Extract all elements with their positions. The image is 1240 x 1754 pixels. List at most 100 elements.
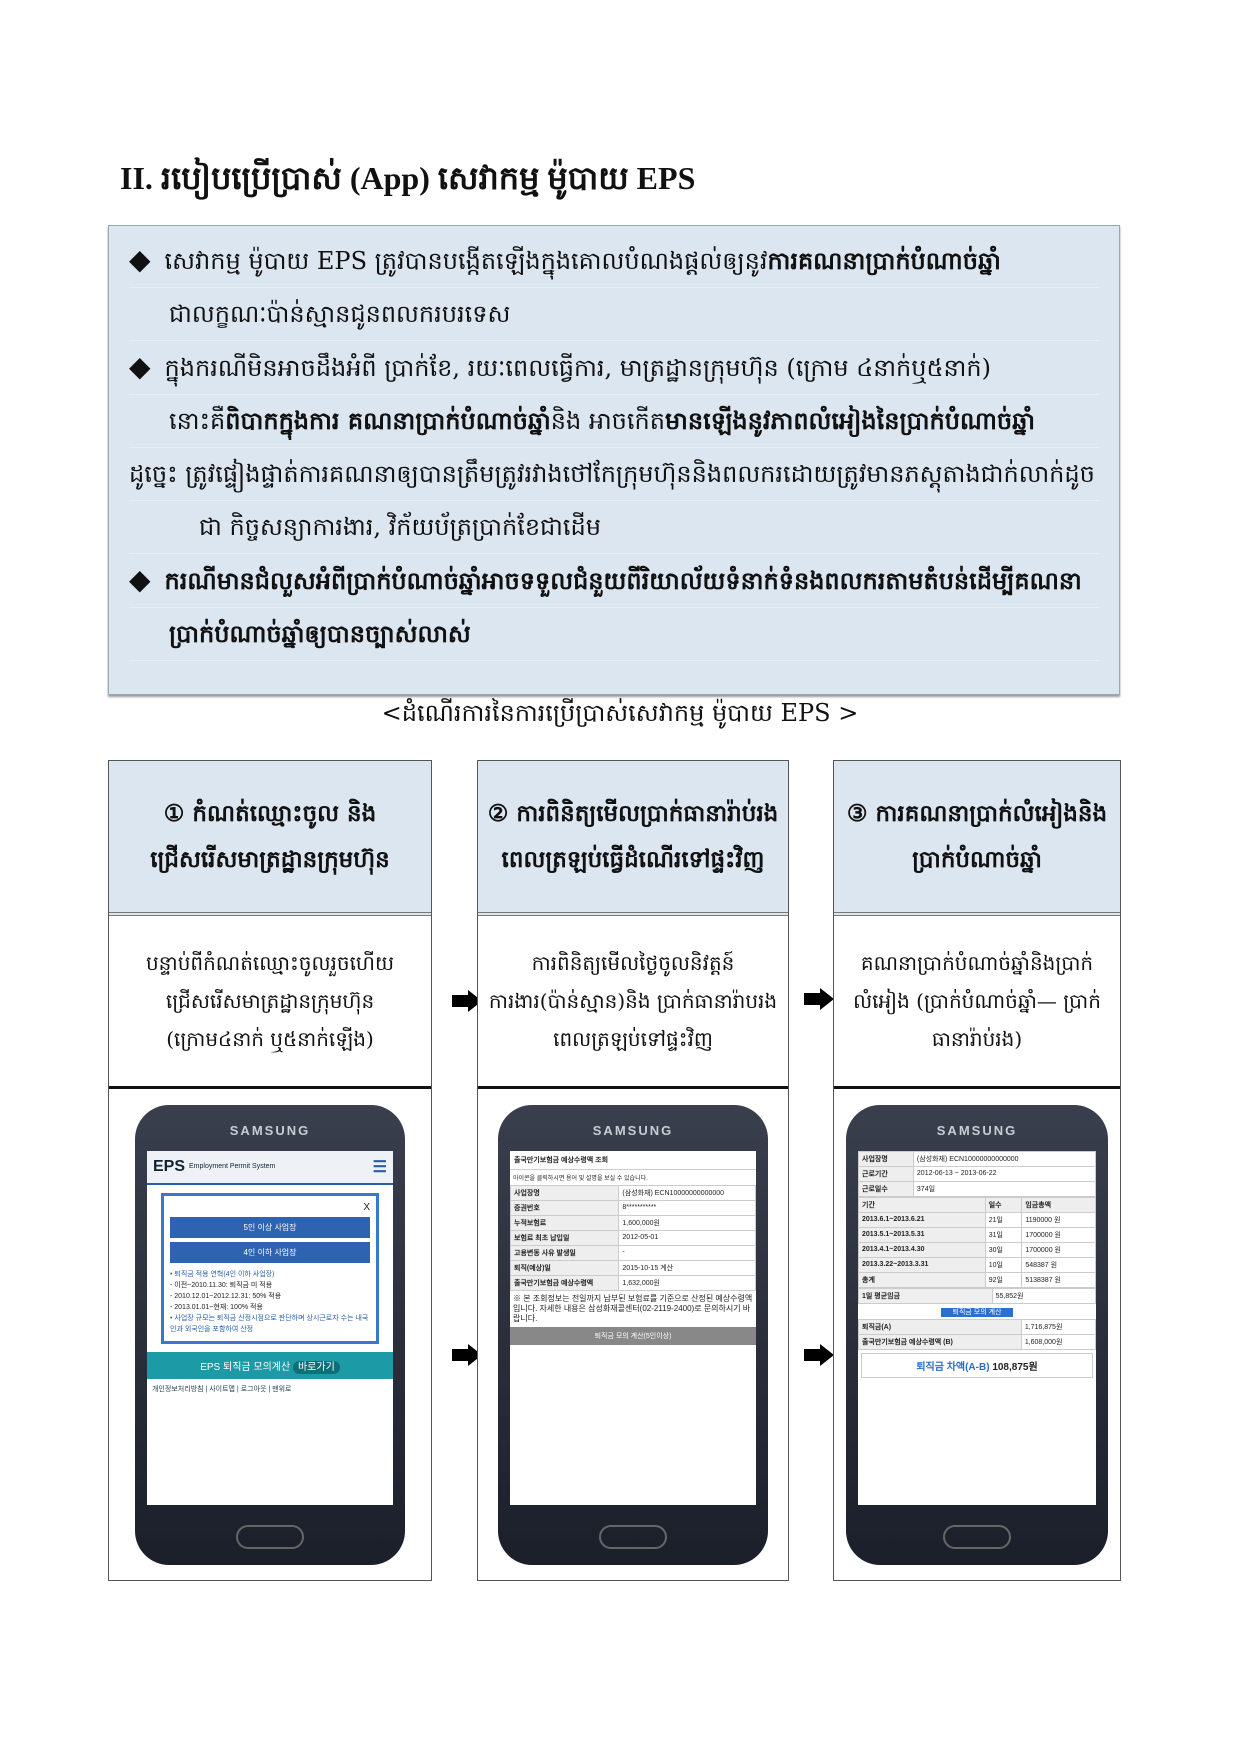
calc-button[interactable]: 퇴직금 모의 계산: [940, 1307, 1014, 1317]
notice-text: ※ 본 조회정보는 전일까지 납부된 보험료를 기준으로 산정된 예상수령액 입…: [513, 1293, 753, 1323]
info-text: ក្នុងករណីមិនអាចដឹងអំពី ប្រាក់ខែ, រយៈពេលធ…: [164, 354, 991, 382]
close-icon[interactable]: X: [363, 1201, 370, 1213]
info-text: ដូច្នេះ ត្រូវផ្ទៀងផ្ទាត់ការគណនាឲ្យបានត្រ…: [129, 448, 1099, 501]
table-cell: 374일: [912, 1180, 1096, 1197]
table-cell: 1700000 원: [1021, 1226, 1096, 1243]
info-text: និង អាចកើត: [550, 407, 665, 435]
note: - 이전~2010.11.30: 퇴직금 미 적용: [170, 1281, 273, 1289]
workplace-size-popup: X 5인 이상 사업장 4인 이하 사업장 • 퇴직금 적용 연혁(4인 이하 …: [161, 1192, 379, 1344]
info-text: សេវាកម្ម ម៉ូបាយ EPS ត្រូវបានបង្កើតឡើងក្ន…: [164, 247, 768, 275]
table-cell: 10일: [984, 1256, 1023, 1273]
step-1: ① កំណត់ឈ្មោះចូល និង ជ្រើសរើសមាត្រដ្ឋានក្…: [108, 760, 432, 1581]
column-header: 임금총액: [1021, 1196, 1096, 1213]
phone-mockup: SAMSUNG 출국만기보험금 예상수령액 조회 아이콘을 클릭하시면 용어 및…: [498, 1104, 768, 1565]
diamond-bullet-icon: ◆: [129, 350, 151, 383]
eps-logo-subtitle: Employment Permit System: [189, 1162, 276, 1170]
step-heading: ② ការពិនិត្យមើលប្រាក់ធានារ៉ាប់រងពេលត្រឡប…: [478, 761, 788, 916]
home-button: [599, 1524, 667, 1549]
hint-text: 아이콘을 클릭하시면 용어 및 설명을 보실 수 있습니다.: [513, 1175, 648, 1182]
calc-banner[interactable]: EPS 퇴직금 모의계산 바로가기: [147, 1351, 393, 1379]
under-4-button[interactable]: 4인 이하 사업장: [170, 1241, 370, 1263]
diamond-bullet-icon: ◆: [129, 243, 151, 276]
home-button: [236, 1524, 304, 1549]
table-cell: 1190000 원: [1021, 1211, 1096, 1228]
table-cell: 보험료 최초 납입일: [510, 1229, 620, 1246]
diff-label: 퇴직금 차액(A-B): [916, 1361, 990, 1373]
table-row: 사업장명(삼성화재) ECN10000000000000: [510, 1184, 756, 1201]
step-heading: ① កំណត់ឈ្មោះចូល និង ជ្រើសរើសមាត្រដ្ឋានក្…: [109, 761, 431, 916]
info-text: ជាលក្ខណៈប៉ាន់ស្មានជូនពលករបរទេស: [129, 288, 1099, 341]
table-cell: 31일: [984, 1226, 1023, 1243]
table-cell: 증권번호: [510, 1199, 620, 1216]
value: 55,852원: [991, 1287, 1096, 1304]
column-header: 기간: [858, 1196, 986, 1213]
figure-caption: <ដំណើរការនៃការប្រើប្រាស់សេវាកម្ម ម៉ូបាយ …: [381, 699, 859, 727]
section-title: II. របៀបប្រើប្រាស់ (App) សេវាកម្ម ម៉ូបាយ…: [120, 160, 696, 196]
phone-brand: SAMSUNG: [229, 1122, 311, 1138]
over-5-button[interactable]: 5인 이상 사업장: [170, 1216, 370, 1238]
table-cell: 근로일수: [858, 1180, 914, 1197]
footer-links[interactable]: 개인정보처리방침 | 사이트맵 | 로그아웃 | 맨위로: [152, 1385, 292, 1393]
table-row: 퇴직금(A)1,716,875원: [858, 1318, 1096, 1335]
table-cell: 2013.6.1~2013.6.21: [858, 1211, 986, 1228]
table-cell: 2012-06-13 ~ 2013-06-22: [912, 1165, 1096, 1182]
step-description: បន្ទាប់ពីកំណត់ឈ្មោះចូលរួចហើយ ជ្រើសរើសមាត…: [109, 916, 431, 1089]
table-cell: 출국만기보험금 예상수령액 (B): [858, 1333, 1022, 1350]
info-text: ជា កិច្ចសន្យាការងារ, វិក័យប័ត្រប្រាក់ខែជ…: [129, 501, 1099, 554]
step-description: គណនាប្រាក់បំណាច់ឆ្នាំនិងប្រាក់លំអៀង (ប្រ…: [834, 916, 1120, 1089]
table-cell: 21일: [984, 1211, 1023, 1228]
table-cell: 548387 원: [1021, 1256, 1096, 1273]
table-cell: 1,632,000원: [618, 1274, 756, 1291]
info-box: ◆ សេវាកម្ម ម៉ូបាយ EPS ត្រូវបានបង្កើតឡើងក្…: [108, 225, 1120, 695]
table-cell: (삼성화재) ECN10000000000000: [618, 1184, 756, 1201]
banner-text: EPS 퇴직금 모의계산: [200, 1361, 291, 1373]
table-cell: 2012-05-01: [618, 1229, 756, 1246]
table-cell: (삼성화재) ECN10000000000000: [912, 1150, 1096, 1167]
info-text-bold: ករណីមានជំលួសអំពីប្រាក់បំណាច់ឆ្នាំអាចទទួល…: [164, 566, 1082, 595]
table-cell: 2015-10-15 계산: [618, 1259, 756, 1276]
step-heading: ③ ការគណនាប្រាក់លំអៀងនិងប្រាក់បំណាច់ឆ្នាំ: [834, 761, 1120, 916]
table-cell: 1700000 원: [1021, 1241, 1096, 1258]
note: - 2010.12.01~2012.12.31: 50% 적용: [170, 1292, 282, 1300]
phone-screen: 출국만기보험금 예상수령액 조회 아이콘을 클릭하시면 용어 및 설명을 보실 …: [510, 1150, 756, 1505]
phone-brand: SAMSUNG: [936, 1122, 1018, 1138]
info-text: នោះគឺ: [169, 407, 226, 435]
step-2: ② ការពិនិត្យមើលប្រាក់ធានារ៉ាប់រងពេលត្រឡប…: [477, 760, 789, 1581]
go-button[interactable]: 바로가기: [292, 1360, 340, 1374]
info-text-bold: ប្រាក់បំណាច់ឆ្នាំឲ្យបានច្បាស់លាស់: [169, 619, 471, 648]
table-cell: -: [618, 1244, 756, 1261]
screen-header: 출국만기보험금 예상수령액 조회: [510, 1151, 756, 1170]
table-cell: 8***********: [618, 1199, 756, 1216]
arrow-icon: [804, 1344, 834, 1366]
table-cell: 출국만기보험금 예상수령액: [510, 1274, 620, 1291]
note: • 사업장 규모는 퇴직금 산정시점으로 판단하며 상시근로자 수는 내국인과 …: [170, 1314, 369, 1333]
table-cell: 퇴직금(A): [858, 1318, 1022, 1335]
diff-value: 108,875원: [992, 1361, 1038, 1373]
info-text-bold: ការគណនាប្រាក់បំណាច់ឆ្នាំ: [767, 246, 1001, 275]
table-cell: 2013.4.1~2013.4.30: [858, 1241, 986, 1258]
step-3: ③ ការគណនាប្រាក់លំអៀងនិងប្រាក់បំណាច់ឆ្នាំ…: [833, 760, 1121, 1581]
label: 1일 평균임금: [858, 1287, 993, 1304]
menu-icon[interactable]: ☰: [372, 1158, 387, 1176]
column-header: 일수: [984, 1196, 1023, 1213]
note: - 2013.01.01~현재: 100% 적용: [170, 1303, 263, 1311]
info-text-bold: ពិបាកក្នុងការ គណនាប្រាក់បំណាច់ឆ្នាំ: [225, 406, 551, 435]
calc-button[interactable]: 퇴직금 모의 계산(5인이상): [510, 1326, 756, 1345]
table-row: 사업장명(삼성화재) ECN10000000000000: [858, 1150, 1096, 1167]
